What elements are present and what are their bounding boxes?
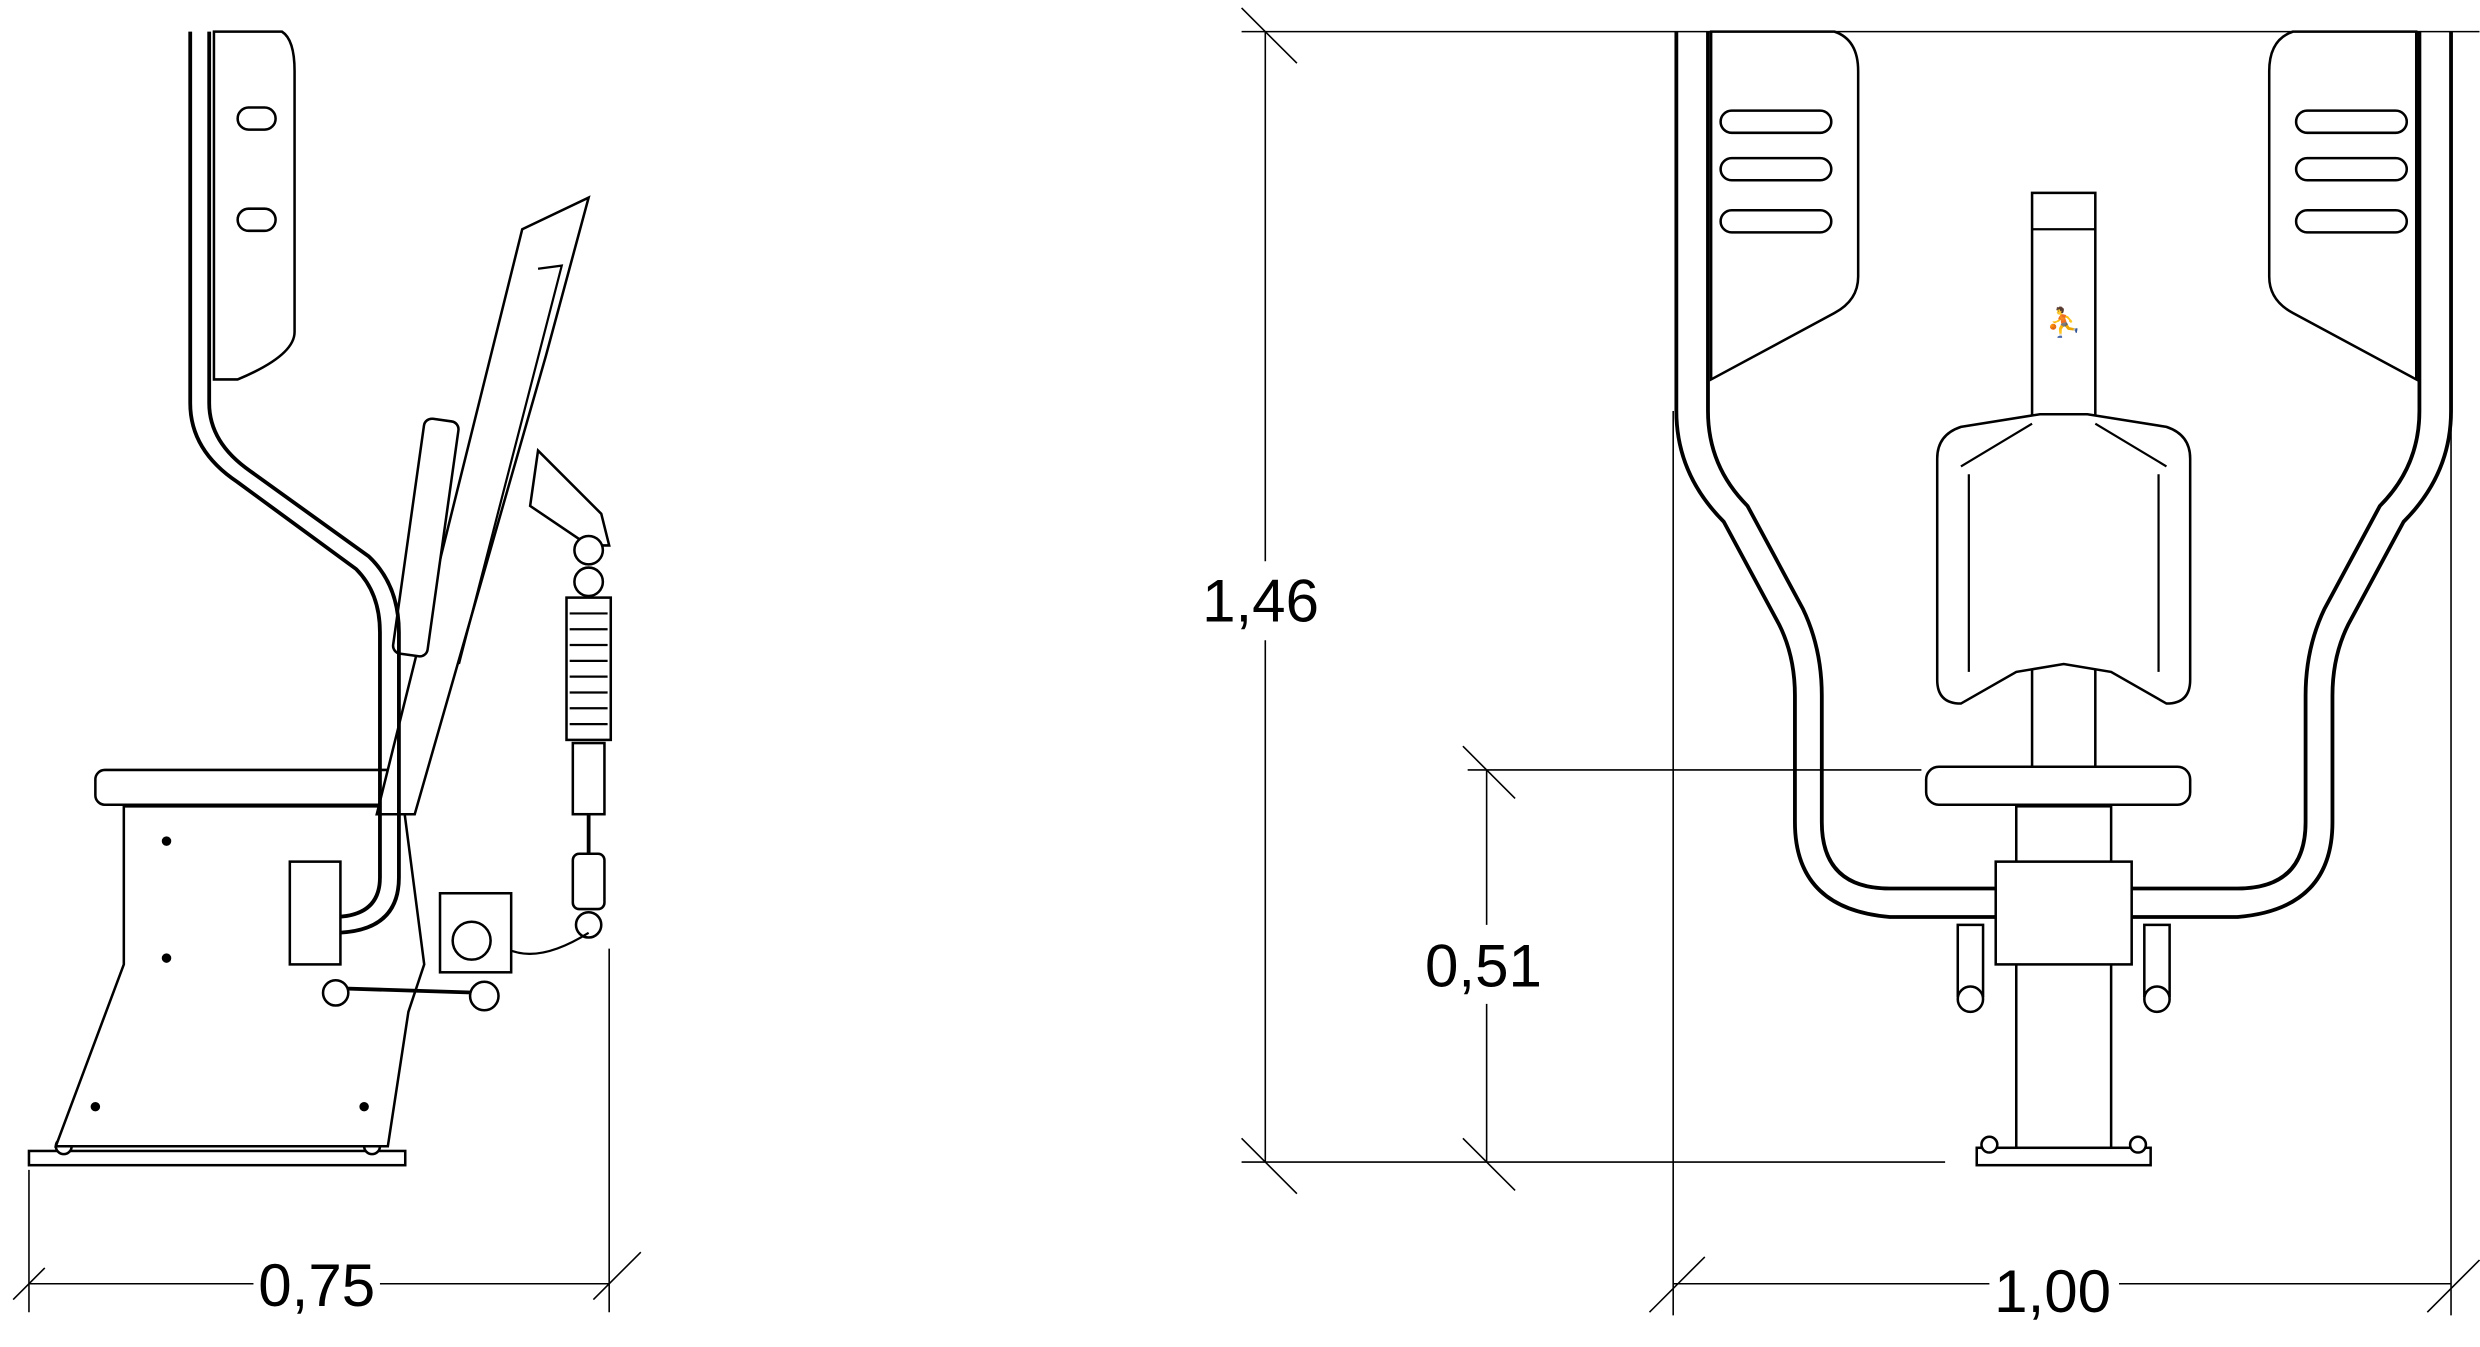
front-backrest [1935, 412, 2192, 705]
front-tube-right [2131, 31, 2453, 919]
side-link-rod [332, 986, 483, 995]
front-base-plate [1975, 1146, 2152, 1167]
side-paddle [212, 30, 296, 381]
dimension-depth: 0,75 [12, 948, 642, 1319]
front-pivot-block [1994, 860, 2133, 966]
side-seat [94, 768, 405, 806]
side-bracket [528, 447, 611, 547]
seat-height-dimension-label: 0,51 [1425, 933, 1542, 1000]
side-handle-arm [391, 417, 460, 658]
side-base-plate [27, 1149, 407, 1167]
dimension-seat-height: 0,51 [1425, 745, 1922, 1192]
side-pedestal [54, 805, 426, 1148]
rivet-icon [161, 836, 172, 846]
depth-dimension-label: 0,75 [258, 1252, 375, 1319]
front-view: ⛹ [1202, 7, 2480, 1325]
front-paddle-right [2267, 30, 2418, 382]
side-tube-frame [188, 31, 382, 919]
side-handle-grip [288, 860, 342, 966]
dimension-height: 1,46 [1202, 7, 2480, 1195]
front-knob-right [2143, 923, 2171, 998]
front-seat [1924, 765, 2192, 806]
dimension-width: 1,00 [1648, 411, 2480, 1325]
side-view: 0,75 [12, 30, 642, 1319]
front-knob-left [1956, 923, 1985, 998]
rivet-icon [359, 1101, 369, 1112]
rivet-icon [90, 1101, 101, 1112]
side-damper [505, 534, 613, 955]
logo-figure-icon: ⛹ [2046, 305, 2081, 339]
height-dimension-label: 1,46 [1202, 567, 1319, 634]
width-dimension-label: 1,00 [1994, 1258, 2111, 1325]
front-post [2014, 805, 2113, 1156]
rivet-icon [161, 953, 172, 963]
paddle-slot [236, 106, 277, 131]
paddle-slot [236, 207, 277, 233]
front-tube-left [1674, 31, 1996, 919]
front-paddle-left [1709, 30, 1860, 382]
